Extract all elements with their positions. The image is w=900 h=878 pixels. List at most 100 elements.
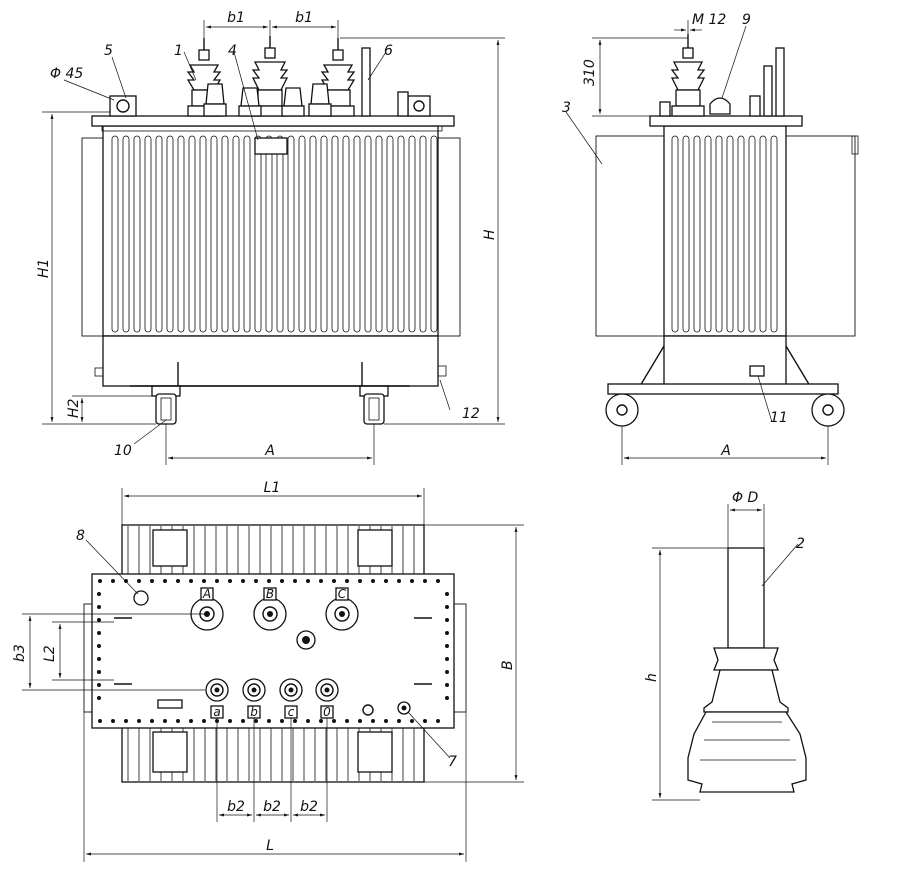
cover-bolt <box>176 579 180 583</box>
cover-bolt <box>254 719 258 723</box>
cover-bolt <box>97 618 101 622</box>
cover-bolt <box>371 719 375 723</box>
side-fins <box>671 135 778 333</box>
side-fin <box>759 135 767 333</box>
front-fin <box>265 135 273 333</box>
top-wheel-bracket-1 <box>152 529 188 567</box>
side-tank <box>663 125 787 337</box>
side-fin <box>704 135 712 333</box>
front-fin <box>144 135 152 333</box>
top-nameplate <box>157 699 183 709</box>
callout-10: 10 <box>114 443 132 459</box>
dim-H1: H1 <box>36 259 52 278</box>
terminal-hv-3: C <box>338 587 347 601</box>
front-cover-flange <box>101 125 443 132</box>
cover-bolt <box>189 579 193 583</box>
front-cover <box>91 115 455 127</box>
top-lv-bushing-1 <box>205 678 229 719</box>
cover-bolt <box>345 719 349 723</box>
front-fin <box>166 135 174 333</box>
cover-bolt <box>306 579 310 583</box>
cover-bolt <box>345 579 349 583</box>
callout-2: 2 <box>796 536 805 552</box>
cover-bolt <box>176 719 180 723</box>
side-right-wheel <box>811 393 845 427</box>
cover-bolt <box>306 719 310 723</box>
side-fin <box>693 135 701 333</box>
dim-L1: L1 <box>264 480 281 496</box>
cover-bolt <box>111 719 115 723</box>
side-lug <box>659 101 671 117</box>
dim-b1-right: b1 <box>295 10 313 26</box>
callout-1: 1 <box>174 43 183 59</box>
cover-bolt <box>97 657 101 661</box>
callout-12: 12 <box>462 406 480 422</box>
cover-bolt <box>445 696 449 700</box>
front-fin <box>199 135 207 333</box>
cover-bolt <box>97 592 101 596</box>
cover-bolt <box>215 579 219 583</box>
side-fin <box>726 135 734 333</box>
top-cover-bolts <box>97 579 449 723</box>
cover-bolt <box>397 719 401 723</box>
cover-bolt <box>97 631 101 635</box>
front-fin <box>298 135 306 333</box>
side-rod <box>763 65 773 117</box>
cover-bolt <box>137 579 141 583</box>
dim-A-front: A <box>264 443 275 459</box>
labels: 1 2 3 4 5 6 7 8 9 10 11 12 b1 b1 Φ 45 M … <box>12 10 805 854</box>
top-view: A B C a b c 0 <box>83 524 467 783</box>
top-gauge <box>133 590 149 606</box>
dim-H: H <box>482 229 498 240</box>
cover-bolt <box>202 719 206 723</box>
cover-bolt <box>267 579 271 583</box>
front-fin <box>155 135 163 333</box>
bushing-detail <box>652 504 807 801</box>
side-valve <box>749 95 761 117</box>
cover-bolt <box>98 719 102 723</box>
top-wheel-bracket-3 <box>152 731 188 773</box>
top-dimensions <box>22 488 524 862</box>
dim-b2-3: b2 <box>300 799 318 815</box>
cover-bolt <box>423 579 427 583</box>
top-hv-bushing-3 <box>325 587 359 631</box>
cover-bolt <box>371 579 375 583</box>
front-fin <box>287 135 295 333</box>
hv-bushing-middle <box>251 36 289 117</box>
front-right-bolt <box>437 365 447 377</box>
front-fin <box>188 135 196 333</box>
terminal-hv-1: A <box>202 587 211 601</box>
front-fin <box>276 135 284 333</box>
front-fin <box>342 135 350 333</box>
cover-bolt <box>445 618 449 622</box>
terminal-lv-3: c <box>288 705 295 719</box>
top-wheel-bracket-4 <box>357 731 393 773</box>
front-right-lug-hole <box>413 100 425 112</box>
callout-8: 8 <box>76 528 85 544</box>
front-lifting-lug <box>109 95 137 117</box>
cover-bolt <box>150 719 154 723</box>
side-fin <box>770 135 778 333</box>
cover-bolt <box>111 579 115 583</box>
front-fin <box>177 135 185 333</box>
cover-bolt <box>189 719 193 723</box>
dim-b1-left: b1 <box>227 10 245 26</box>
callout-3: 3 <box>562 100 571 116</box>
cover-bolt <box>254 579 258 583</box>
cover-bolt <box>397 579 401 583</box>
callout-11: 11 <box>770 410 788 426</box>
front-expander-rod <box>361 47 371 117</box>
cover-bolt <box>384 579 388 583</box>
dim-b2-1: b2 <box>227 799 245 815</box>
cover-bolt <box>98 579 102 583</box>
cover-bolt <box>150 579 154 583</box>
front-fin <box>232 135 240 333</box>
cover-bolt <box>384 719 388 723</box>
side-fin <box>748 135 756 333</box>
front-corrugated-fins <box>111 135 438 333</box>
front-view <box>81 36 461 425</box>
cover-bolt <box>241 579 245 583</box>
dim-m12: M 12 <box>692 12 726 28</box>
front-right-radiator <box>437 137 461 337</box>
